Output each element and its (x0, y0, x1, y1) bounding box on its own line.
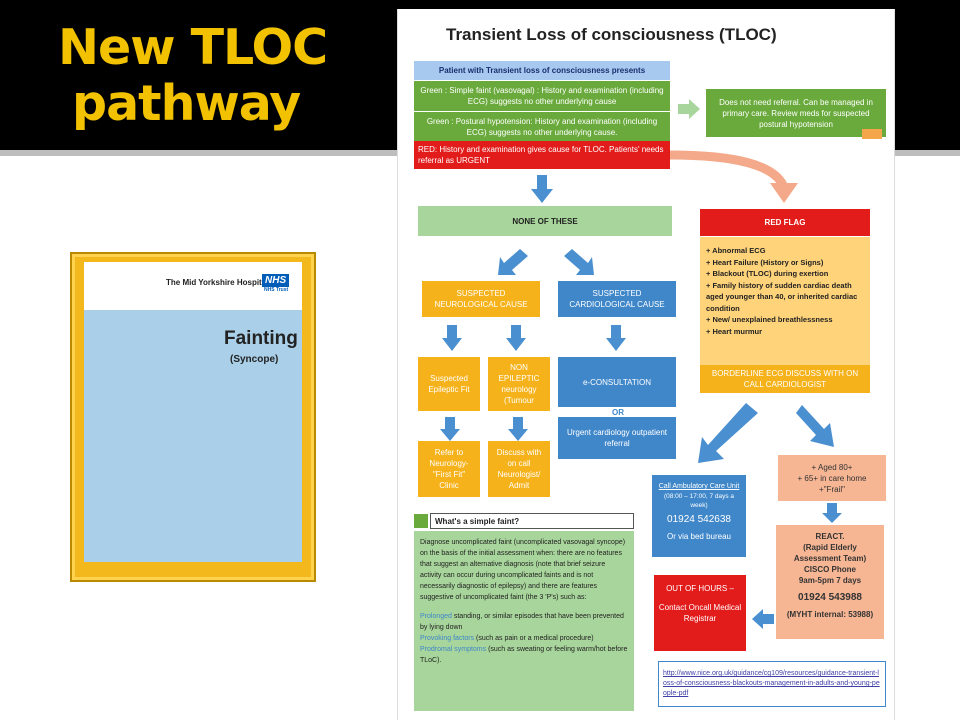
leaflet-subtitle: (Syncope) (230, 354, 279, 365)
blue-arrow-down-5 (440, 417, 460, 441)
urgent-cardiology-box: Urgent cardiology outpatient referral (558, 417, 676, 459)
blue-arrow-diag-left (698, 403, 758, 463)
out-of-hours-title: OUT OF HOURS – (666, 584, 734, 593)
p3-label: Prodromal symptoms (420, 646, 487, 653)
react-box: REACT. (Rapid Elderly Assessment Team) C… (776, 525, 884, 639)
nhs-logo: NHS (262, 274, 290, 287)
red-flag-item: + Blackout (TLOC) during exertion (706, 269, 829, 278)
acu-phone: 01924 542638 (667, 514, 731, 525)
red-flag-item: + Abnormal ECG (706, 246, 766, 255)
acu-title: Call Ambulatory Care Unit (658, 483, 740, 490)
aged-frail-box: + Aged 80+ + 65+ in care home +"Frail" (778, 455, 886, 501)
green-arrow-right (678, 99, 700, 119)
red-flag-item: + Heart Failure (History or Signs) (706, 257, 824, 267)
slide-title-line1: New TLOC (58, 19, 328, 76)
blue-arrow-down-left (498, 249, 528, 275)
react-title: REACT. (815, 532, 845, 541)
refer-neurology-box: Refer to Neurology- "First Fit" Clinic (418, 441, 480, 497)
red-flag-item: + Family history of sudden cardiac death… (706, 280, 858, 313)
simple-faint-badge (414, 514, 428, 528)
blue-arrow-down-3 (506, 325, 526, 351)
leaflet-title: Fainting (224, 328, 298, 349)
react-cisco: CISCO Phone (803, 565, 856, 574)
simple-faint-header: What's a simple faint? (430, 513, 634, 529)
blue-arrow-down-1 (531, 175, 553, 203)
acu-box: Call Ambulatory Care Unit (08:00 – 17:00… (652, 475, 746, 557)
red-urgent-box: RED: History and examination gives cause… (414, 141, 670, 169)
e-consultation-box: e-CONSULTATION (558, 357, 676, 407)
slide-title-line2: pathway (72, 75, 301, 132)
blue-arrow-down-right (564, 249, 594, 275)
discuss-neurologist-box: Discuss with on call Neurologist/ Admit (488, 441, 550, 497)
flowchart-title: Transient Loss of consciousness (TLOC) (446, 25, 777, 44)
leaflet-trust-name: The Mid Yorkshire Hospital's (166, 278, 275, 287)
none-of-these-box: NONE OF THESE (418, 206, 672, 236)
p3-text: (such as sweating or feeling warm/hot be… (420, 646, 628, 664)
leaflet-image: The Mid Yorkshire Hospital's NHS NHS Tru… (84, 262, 302, 562)
blue-arrow-left (752, 609, 774, 629)
green-postural-box: Green : Postural hypotension: History an… (414, 112, 670, 142)
salmon-arrow-curve (669, 150, 798, 203)
p1-text: standing, or similar episodes that have … (420, 613, 624, 631)
tick-badge (862, 129, 882, 139)
green-simple-faint-box: Green : Simple faint (vasovagal) : Histo… (414, 81, 670, 111)
presents-box: Patient with Transient loss of conscious… (414, 61, 670, 80)
p2-label: Provoking factors (420, 635, 475, 642)
acu-hours: (08:00 – 17:00, 7 days a week) (663, 493, 735, 509)
blue-arrow-diag-right (796, 405, 834, 447)
suspected-neuro-box: SUSPECTED NEUROLOGICAL CAUSE (422, 281, 540, 317)
react-internal: (MYHT internal: 53988) (786, 610, 874, 619)
simple-faint-body: Diagnose uncomplicated faint (uncomplica… (420, 539, 626, 601)
red-flag-header: RED FLAG (700, 209, 870, 236)
blue-arrow-down-2 (442, 325, 462, 351)
simple-faint-panel: Diagnose uncomplicated faint (uncomplica… (414, 531, 634, 711)
blue-arrow-down-4 (606, 325, 626, 351)
out-of-hours-box: OUT OF HOURS – Contact Oncall Medical Re… (654, 575, 746, 651)
leaflet-blue-panel (84, 310, 302, 562)
react-phone: 01924 543988 (798, 592, 862, 603)
out-of-hours-body: Contact Oncall Medical Registrar (658, 603, 742, 623)
or-label: OR (612, 407, 624, 417)
p2-text: (such as pain or a medical procedure) (474, 635, 594, 642)
borderline-ecg-box: BORDERLINE ECG DISCUSS WITH ON CALL CARD… (700, 365, 870, 393)
slide-title: New TLOC pathway (58, 19, 328, 132)
acu-or-bed-bureau: Or via bed bureau (666, 532, 732, 541)
suspected-epileptic-box: Suspected Epileptic Fit (418, 357, 480, 411)
non-epileptic-box: NON EPILEPTIC neurology (Tumour (488, 357, 550, 411)
blue-arrow-down-7 (822, 503, 842, 523)
red-flag-list: + Abnormal ECG + Heart Failure (History … (700, 237, 870, 365)
p1-label: Prolonged (420, 613, 452, 620)
suspected-cardio-box: SUSPECTED CARDIOLOGICAL CAUSE (558, 281, 676, 317)
react-team: (Rapid Elderly Assessment Team) (793, 543, 867, 563)
react-hours: 9am-5pm 7 days (798, 576, 862, 585)
blue-arrow-down-6 (508, 417, 528, 441)
nhs-trust-label: NHS Trust (264, 287, 289, 293)
tloc-flowchart: Transient Loss of consciousness (TLOC) P… (397, 9, 895, 720)
red-flag-item: + New/ unexplained breathlessness (706, 315, 833, 324)
nice-guidance-link[interactable]: http://www.nice.org.uk/guidance/cg109/re… (658, 661, 886, 707)
red-flag-item: + Heart murmur (706, 326, 763, 336)
no-referral-box: Does not need referral. Can be managed i… (706, 89, 886, 137)
